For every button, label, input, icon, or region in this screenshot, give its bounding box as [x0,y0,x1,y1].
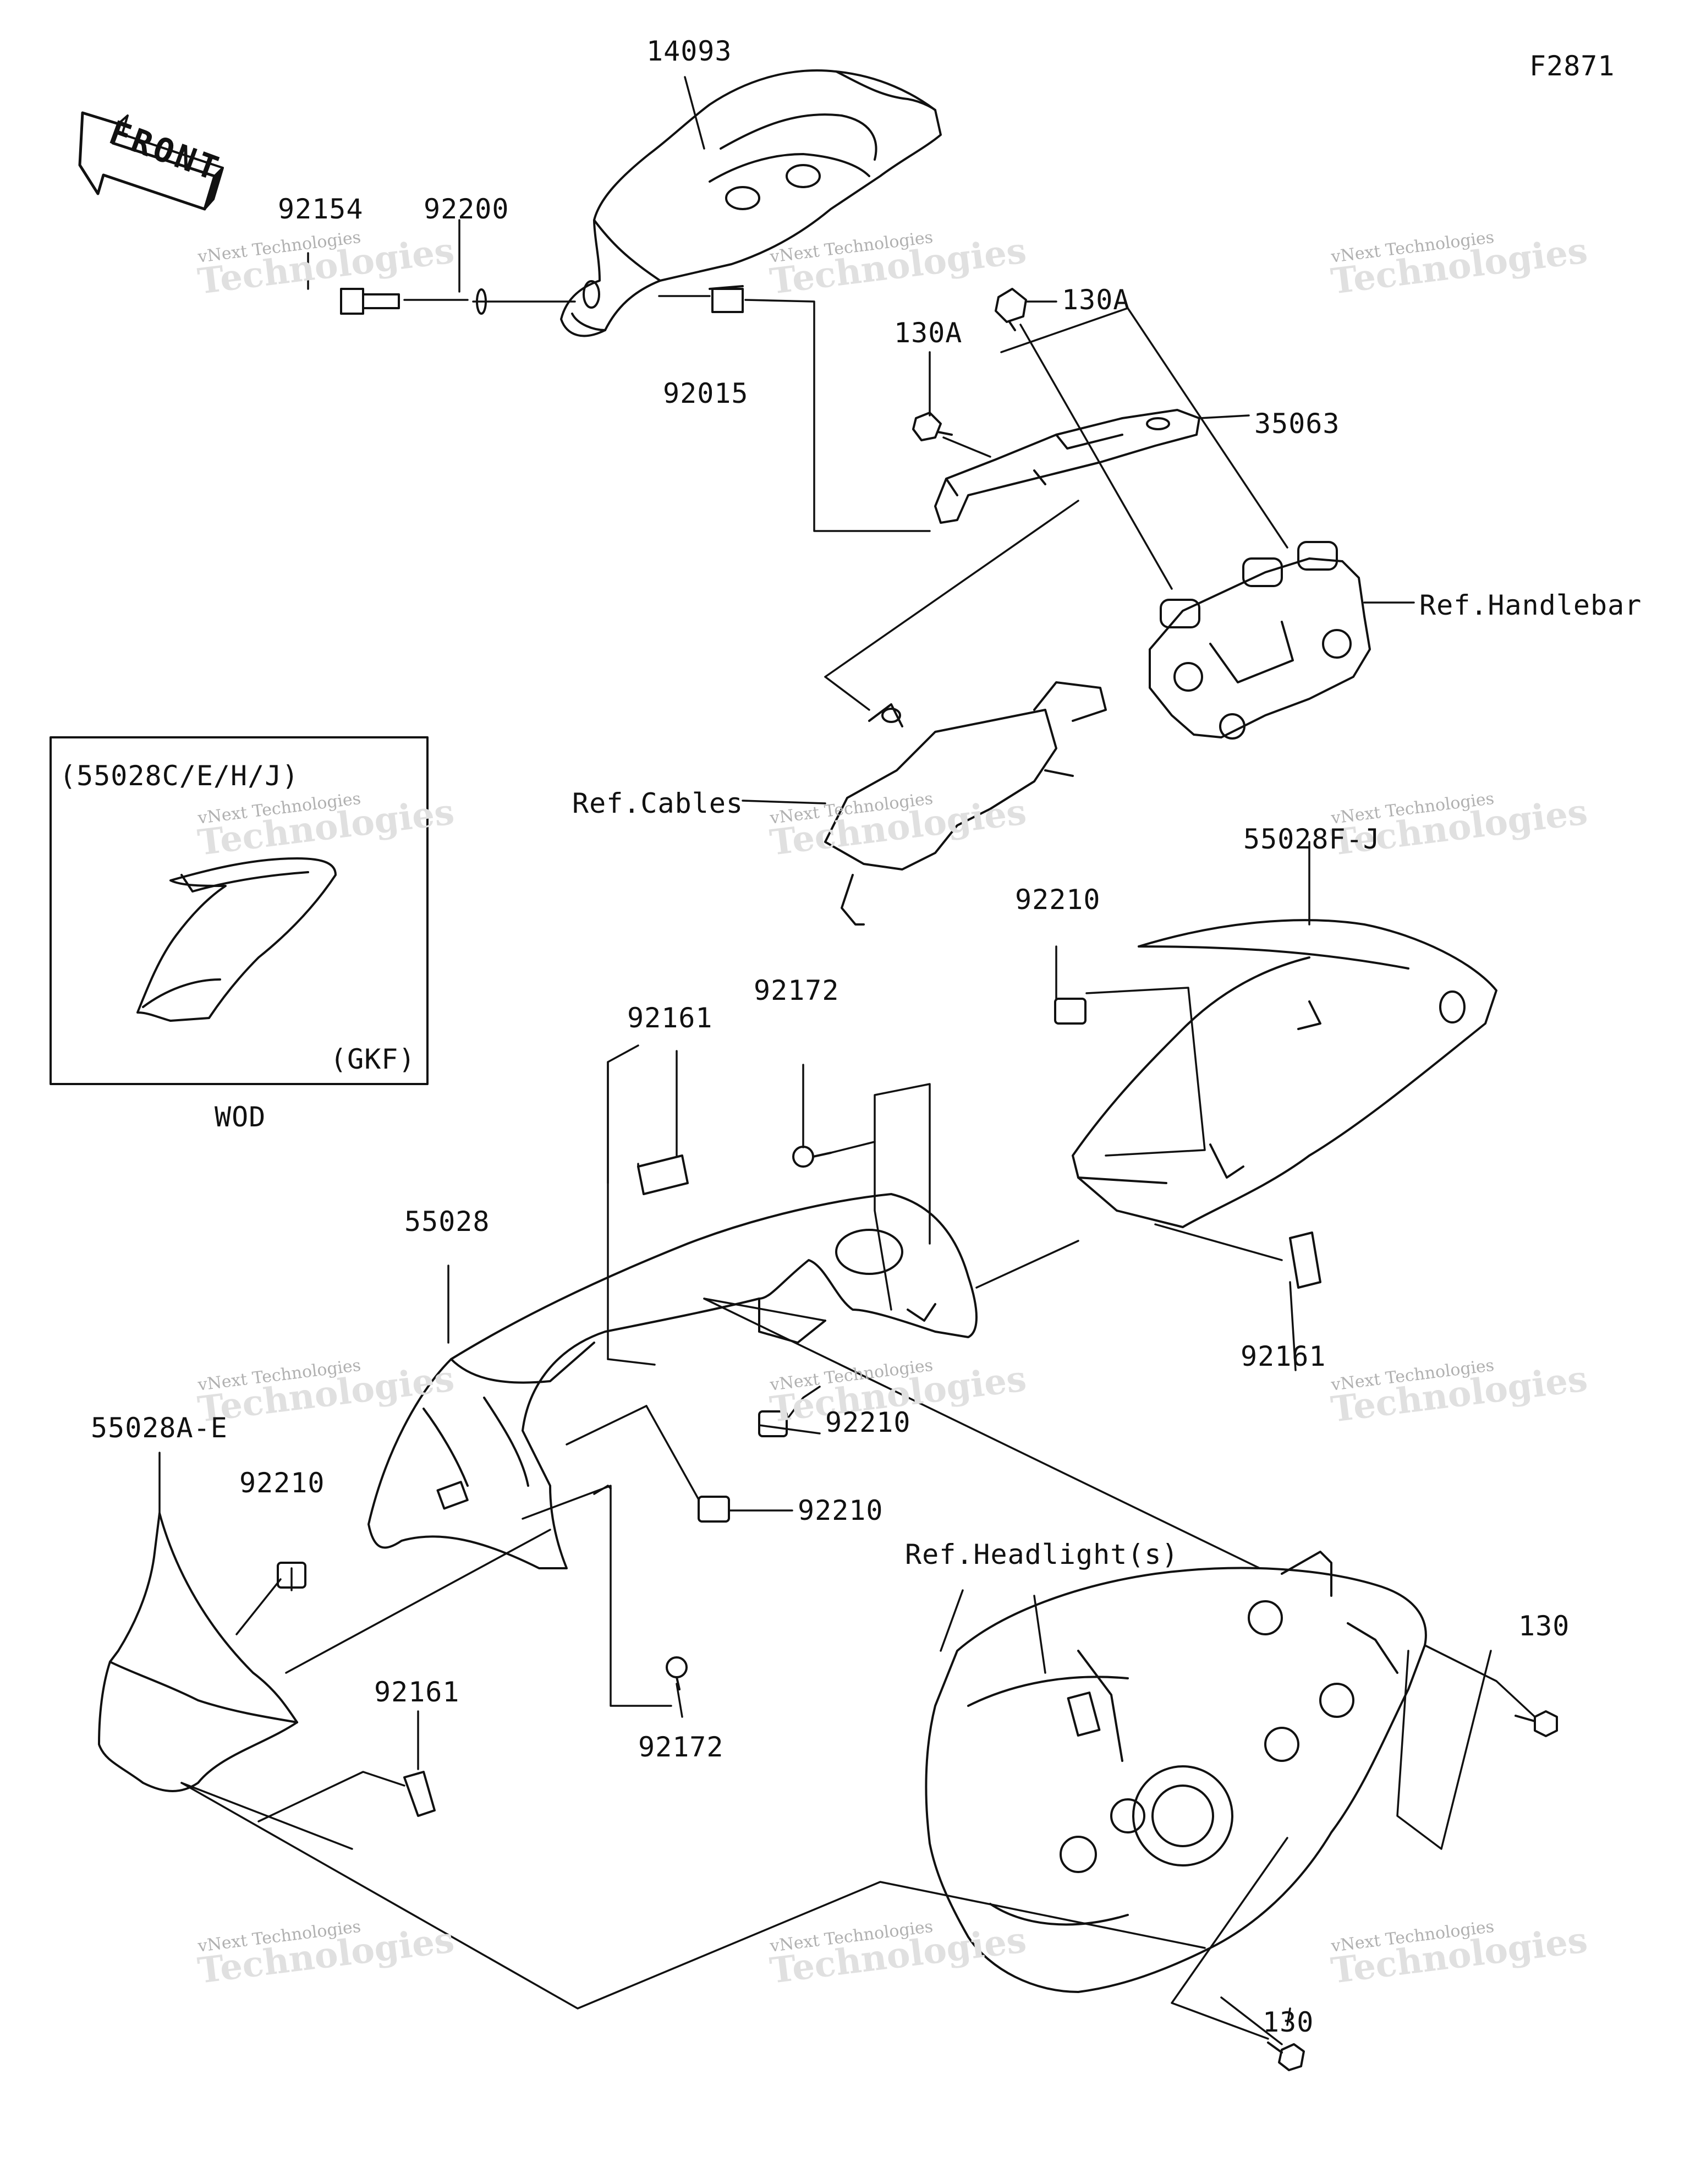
part-14093-cover [560,69,942,337]
part-92161-pad-a [637,1154,689,1195]
label-ref-cables: Ref.Cables [572,787,744,819]
label-92210-d: 92210 [239,1467,325,1499]
part-35063-bracket [934,409,1200,524]
label-130-right: 130 [1518,1610,1570,1642]
label-ref-headlight: Ref.Headlight(s) [905,1539,1179,1570]
label-130-bottom: 130 [1263,2006,1314,2038]
label-55028A-E: 55028A-E [91,1412,228,1444]
inset-variants-label: (55028C/E/H/J) [59,760,299,792]
inset-caption: WOD [215,1101,266,1133]
front-arrow-icon [78,111,224,211]
part-130A-bolt-top [995,288,1027,331]
part-92210-nut-a [1054,998,1087,1025]
figure-code: F2871 [1529,50,1615,82]
part-92015-collar [709,285,744,313]
part-55028F-J-side-cowl [1072,919,1497,1228]
part-92161-pad-c [403,1771,436,1817]
inset-box [50,736,429,1085]
part-130A-bolt-left [912,412,953,441]
part-130-bolt-right [1515,1710,1558,1737]
part-130-bolt-bottom [1267,2041,1305,2071]
label-92172-a: 92172 [754,975,839,1006]
part-55028A-E-lower-panel [98,1512,298,1792]
part-92172-screw-b [666,1656,688,1690]
label-92210-a: 92210 [1015,884,1101,916]
label-92161-a: 92161 [627,1002,713,1034]
part-92154-bolt [340,288,400,315]
inset-color-code: (GKF) [330,1043,416,1075]
label-92172-b: 92172 [638,1731,724,1763]
label-92015: 92015 [663,377,749,409]
label-92161-c: 92161 [374,1676,460,1708]
label-55028: 55028 [404,1206,490,1238]
label-92154: 92154 [278,193,364,225]
ref-handlebar-holder [1149,541,1371,740]
label-14093: 14093 [646,35,732,67]
label-35063: 35063 [1254,408,1340,440]
part-55028-upper-cowl [367,1193,978,1569]
ref-cables-bracket [824,681,1107,926]
part-92161-pad-b [1289,1231,1321,1289]
label-ref-handlebar: Ref.Handlebar [1419,589,1642,621]
part-92210-nut-c [698,1496,730,1523]
part-92210-nut-b [758,1410,788,1437]
label-55028F-J: 55028F-J [1243,823,1380,855]
label-92200: 92200 [424,193,509,225]
leader-lines [158,76,1536,2045]
label-92161-b: 92161 [1241,1340,1326,1372]
part-92172-screw-a [792,1146,832,1168]
label-92210-c: 92210 [798,1495,884,1526]
ref-headlight-assembly [925,1551,1427,1993]
label-130A-top: 130A [1062,284,1131,316]
label-92210-b: 92210 [825,1406,911,1438]
label-130A-left: 130A [894,317,963,349]
